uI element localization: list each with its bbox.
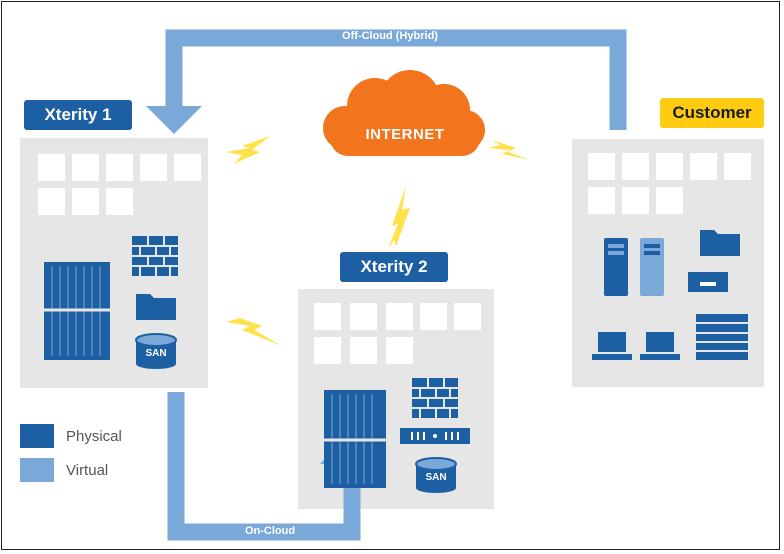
server-rack-icon: [324, 390, 386, 488]
xterity1-tag: Xterity 1: [24, 100, 132, 130]
san-label: SAN: [425, 472, 447, 483]
lightning-icon: [388, 186, 410, 248]
window: [38, 188, 65, 215]
folder-icon: [136, 294, 176, 320]
folder-icon: [700, 230, 740, 256]
window: [350, 337, 377, 364]
window: [386, 303, 413, 330]
network-switch-icon: [696, 314, 748, 360]
xterity2-tag: Xterity 2: [340, 252, 448, 282]
on-cloud-label: On-Cloud: [244, 525, 296, 537]
window: [454, 303, 481, 330]
san-storage-icon: [135, 333, 177, 369]
window: [724, 153, 751, 180]
firewall-icon: [412, 378, 458, 418]
window: [656, 187, 683, 214]
server-rack-icon: [44, 262, 110, 360]
window: [72, 154, 99, 181]
window: [622, 187, 649, 214]
off-cloud-label: Off-Cloud (Hybrid): [342, 30, 438, 42]
window: [588, 153, 615, 180]
window: [386, 337, 413, 364]
window: [106, 188, 133, 215]
desktop-icon: [688, 272, 728, 292]
customer-tag: Customer: [660, 98, 764, 128]
window: [314, 303, 341, 330]
lightning-icon: [488, 140, 530, 160]
internet-label: INTERNET: [365, 126, 445, 143]
window: [588, 187, 615, 214]
lightning-icon: [226, 136, 270, 164]
window: [72, 188, 99, 215]
san-storage-icon: [415, 457, 457, 493]
window: [350, 303, 377, 330]
legend-swatch-virtual: [20, 458, 54, 482]
legend-swatch-physical: [20, 424, 54, 448]
laptop-icon: [592, 332, 632, 360]
window: [314, 337, 341, 364]
san-label: SAN: [145, 348, 167, 359]
window: [656, 153, 683, 180]
cloud-icon: [323, 70, 485, 156]
tower-server-icon: [604, 238, 628, 296]
off-cloud-arrow: [146, 29, 627, 134]
legend-physical-label: Physical: [66, 428, 122, 445]
window: [174, 154, 201, 181]
window: [690, 153, 717, 180]
tower-server-icon: [640, 238, 664, 296]
window: [622, 153, 649, 180]
window: [106, 154, 133, 181]
network-switch-icon: [400, 428, 470, 444]
firewall-icon: [132, 236, 178, 276]
window: [420, 303, 447, 330]
legend-virtual-label: Virtual: [66, 462, 109, 479]
window: [140, 154, 167, 181]
window: [38, 154, 65, 181]
lightning-icon: [226, 316, 282, 346]
laptop-icon: [640, 332, 680, 360]
